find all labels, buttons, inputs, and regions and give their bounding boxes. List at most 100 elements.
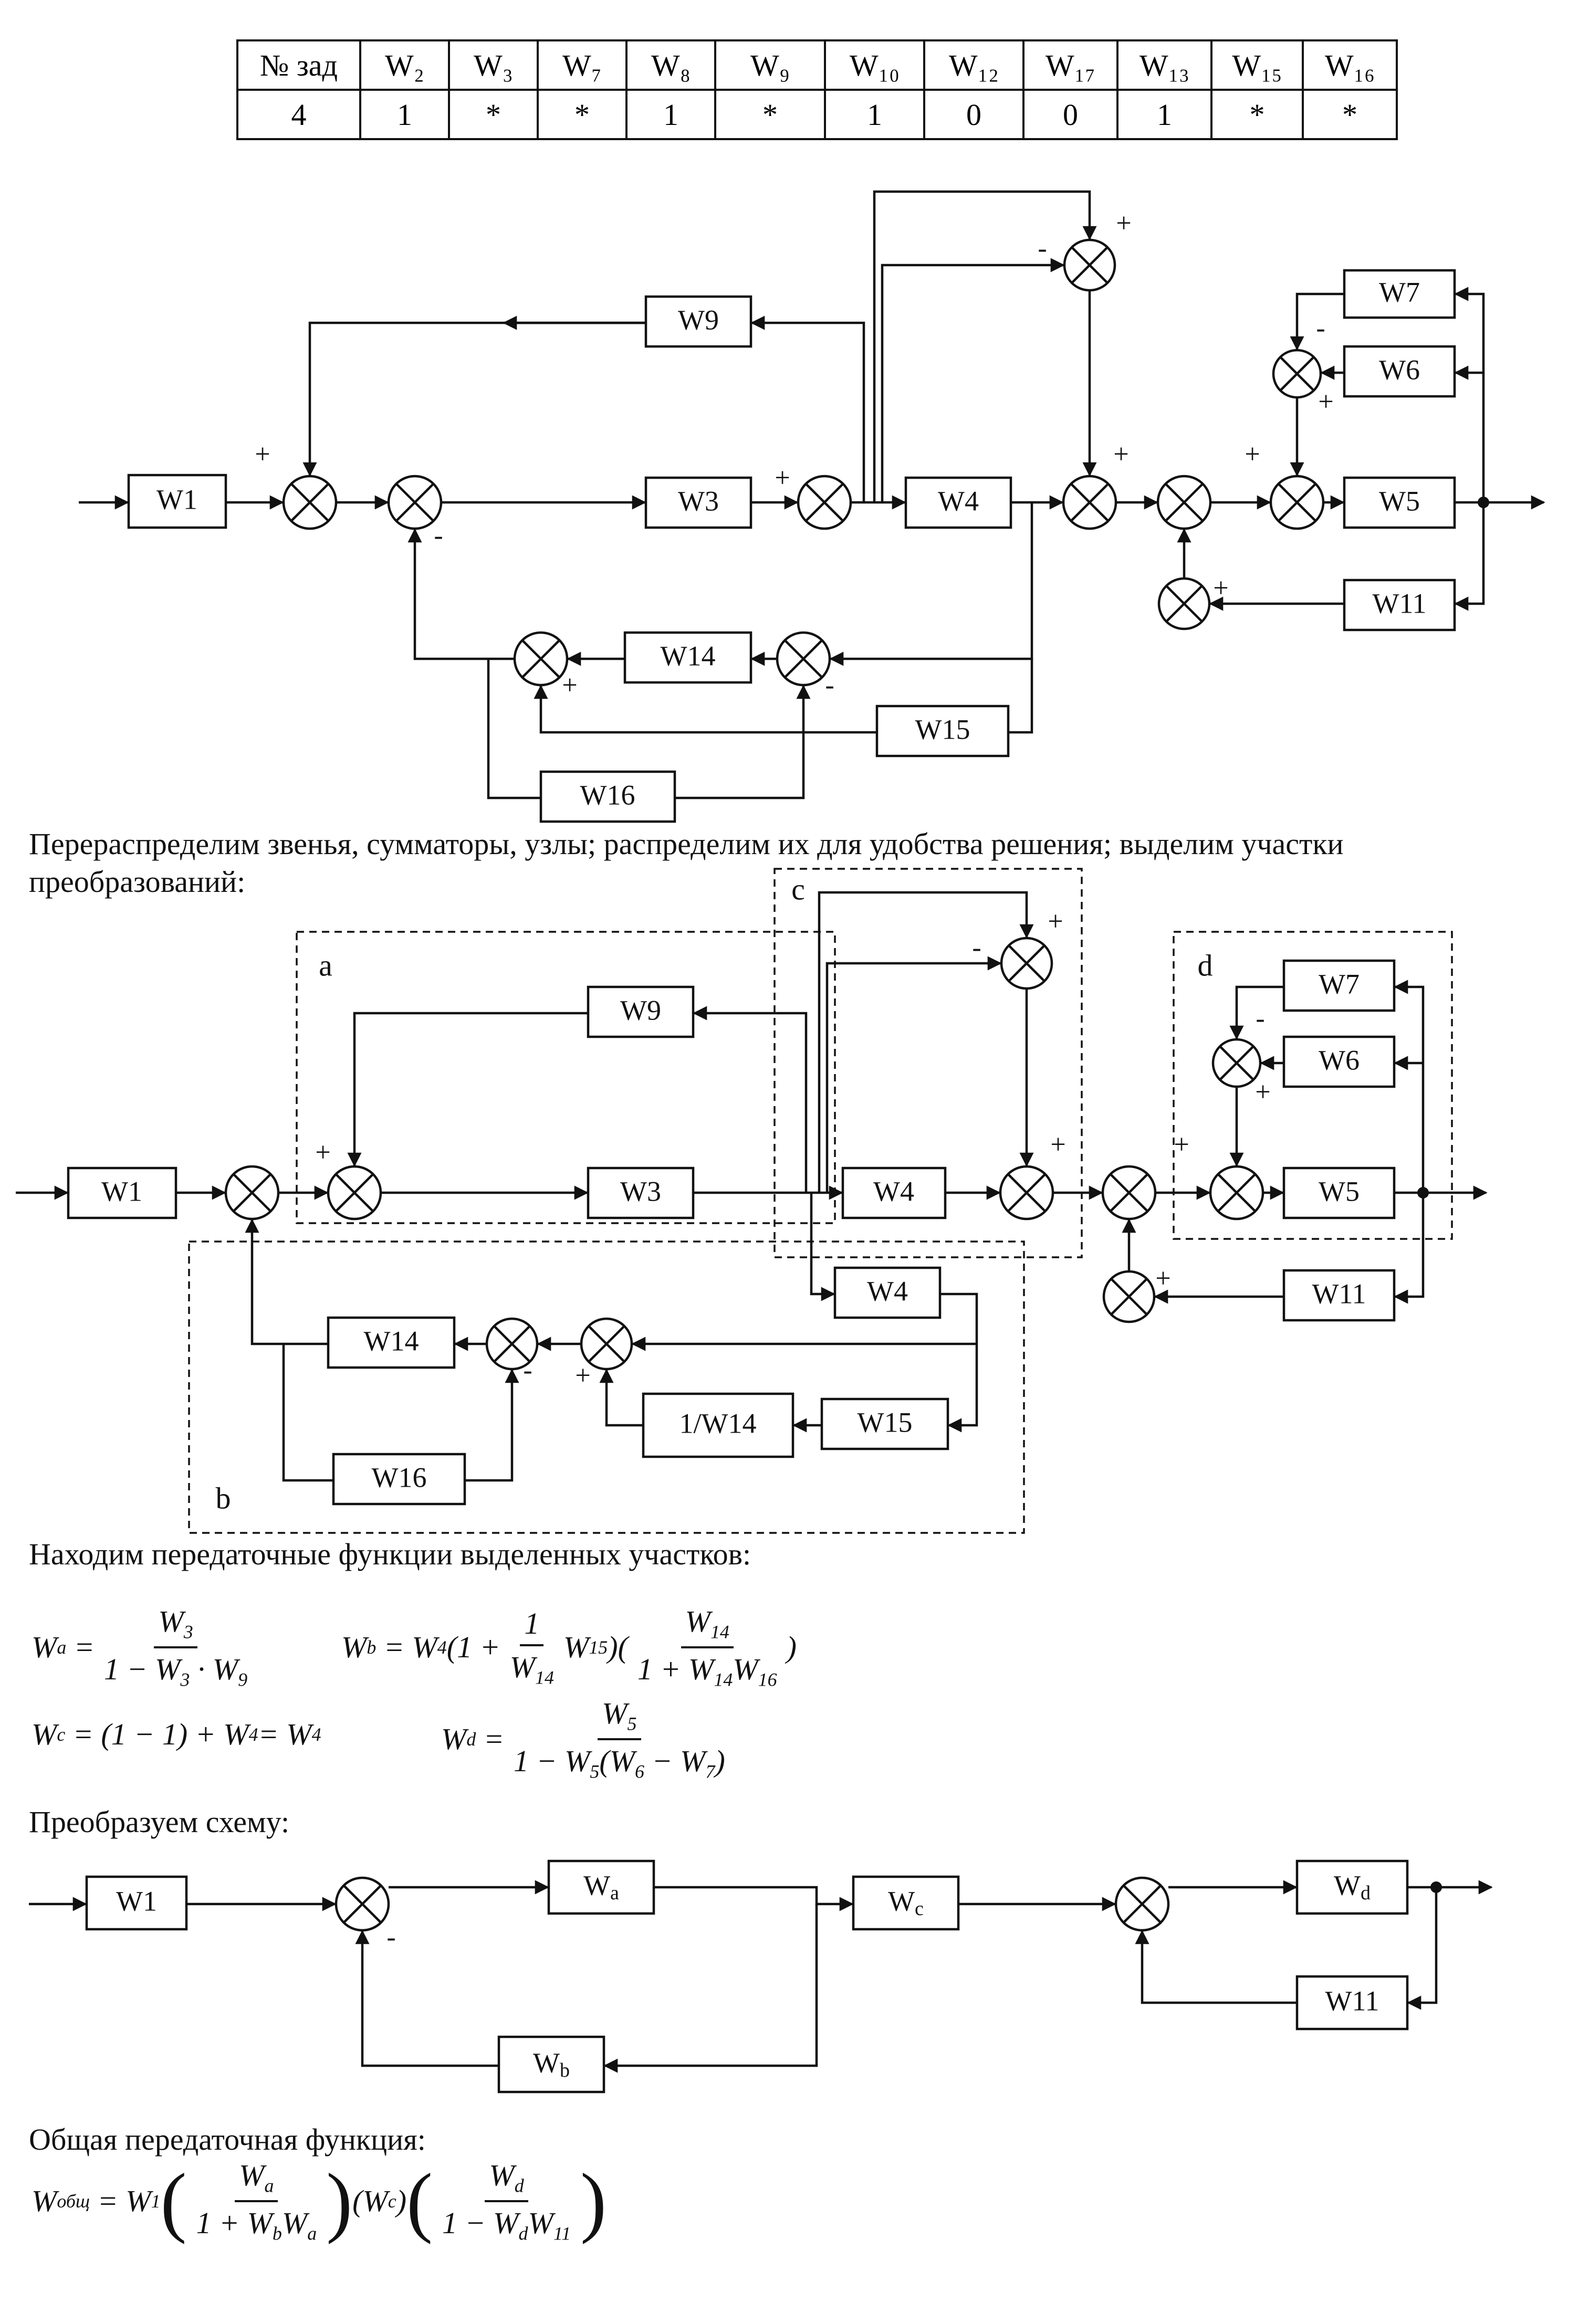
svg-text:W1: W1 <box>156 483 197 515</box>
table-cell: 1 <box>1116 89 1212 140</box>
svg-text:W11: W11 <box>1312 1278 1366 1309</box>
block-wa: Wa <box>547 1859 655 1915</box>
summing-junction <box>1063 238 1116 292</box>
svg-text:W1: W1 <box>101 1175 142 1207</box>
table-cell: * <box>448 89 539 140</box>
summing-junction <box>1272 349 1322 399</box>
svg-text:W11: W11 <box>1373 587 1427 619</box>
block-w1: W1 <box>127 474 227 529</box>
summing-junction <box>224 1165 280 1221</box>
svg-text:-: - <box>1316 313 1325 343</box>
summing-junction <box>1000 937 1053 990</box>
table-header-cell: W₉ <box>714 39 826 91</box>
svg-text:-: - <box>1038 234 1047 264</box>
block-w3: W3 <box>644 476 752 529</box>
svg-text:W1: W1 <box>116 1885 157 1917</box>
summing-junction <box>999 1165 1054 1221</box>
svg-text:W7: W7 <box>1379 276 1420 308</box>
svg-text:W6: W6 <box>1319 1044 1360 1076</box>
table-header-cell: W₁₀ <box>824 39 925 91</box>
svg-text:-: - <box>434 521 443 551</box>
table-header-cell: W₁₃ <box>1116 39 1212 91</box>
svg-text:+: + <box>575 1361 590 1391</box>
block-wd: Wd <box>1295 1859 1409 1915</box>
svg-text:+: + <box>255 439 270 469</box>
block-w14: W14 <box>623 631 752 684</box>
svg-text:W5: W5 <box>1319 1175 1360 1207</box>
region-d-label: d <box>1198 948 1213 982</box>
summing-junction <box>1209 1165 1264 1221</box>
svg-text:-: - <box>386 1922 395 1952</box>
table-header-cell: W₈ <box>625 39 716 91</box>
table-header-cell: W₁₆ <box>1302 39 1398 91</box>
block-w9: W9 <box>644 295 752 348</box>
svg-text:W4: W4 <box>938 485 979 517</box>
svg-text:+: + <box>1255 1077 1270 1107</box>
diagram-regrouped: a b c d W1 W9 W3 W4 W4 W14 1/W14 W15 W16… <box>16 868 1488 1534</box>
paragraph-find-functions: Находим передаточные функции выделенных … <box>29 1537 751 1571</box>
block-w6: W6 <box>1343 345 1456 398</box>
parameter-table: № зад W₂ W₃ W₇ W₈ W₉ W₁₀ W₁₂ W₁₇ W₁₃ W₁₅… <box>236 39 1398 140</box>
block-w4: W4 <box>904 476 1012 529</box>
table-cell: * <box>714 89 826 140</box>
table-cell: 0 <box>1022 89 1118 140</box>
svg-text:W3: W3 <box>678 485 719 517</box>
svg-text:W4: W4 <box>873 1175 914 1207</box>
diagram-simplified: W1 Wa Wc Wd Wb W11 - <box>29 1859 1493 2094</box>
region-b-label: b <box>216 1481 231 1515</box>
svg-text:W6: W6 <box>1379 354 1420 385</box>
table-cell: * <box>537 89 628 140</box>
svg-text:+: + <box>1050 1130 1065 1160</box>
svg-text:+: + <box>1213 573 1228 603</box>
table-header-row: № зад W₂ W₃ W₇ W₈ W₉ W₁₀ W₁₂ W₁₇ W₁₃ W₁₅… <box>236 39 1398 91</box>
table-value-row: 4 1 * * 1 * 1 0 0 1 * * <box>236 89 1398 140</box>
block-w15: W15 <box>820 1397 949 1450</box>
block-w5: W5 <box>1343 476 1456 529</box>
svg-text:+: + <box>1155 1264 1170 1294</box>
block-w3: W3 <box>587 1166 695 1219</box>
svg-text:W14: W14 <box>364 1325 419 1356</box>
block-w11: W11 <box>1295 1975 1409 2031</box>
svg-text:W3: W3 <box>620 1175 661 1207</box>
block-w7: W7 <box>1282 959 1396 1012</box>
block-w1: W1 <box>67 1166 177 1219</box>
summing-junction <box>513 631 569 687</box>
svg-text:+: + <box>1116 208 1131 238</box>
block-w16: W16 <box>332 1453 466 1506</box>
svg-text:+: + <box>562 670 577 700</box>
summing-junction <box>1156 475 1212 530</box>
table-cell: 1 <box>359 89 450 140</box>
svg-text:W16: W16 <box>372 1461 427 1493</box>
block-wc: Wc <box>852 1875 960 1931</box>
svg-text:W4: W4 <box>867 1275 908 1307</box>
svg-text:W15: W15 <box>915 713 970 745</box>
table-header-cell: W₁₇ <box>1022 39 1118 91</box>
svg-text:+: + <box>775 463 790 493</box>
table-header-cell: W₂ <box>359 39 450 91</box>
table-cell: 4 <box>236 89 361 140</box>
block-w4: W4 <box>841 1166 947 1219</box>
summing-junction <box>1157 577 1211 630</box>
svg-text:+: + <box>1048 907 1063 937</box>
svg-text:+: + <box>1113 439 1128 469</box>
svg-text:-: - <box>1256 1004 1264 1034</box>
table-header-cell: W₃ <box>448 39 539 91</box>
svg-text:-: - <box>825 670 834 700</box>
block-w5: W5 <box>1282 1166 1396 1219</box>
svg-text:+: + <box>1174 1130 1189 1160</box>
block-w9: W9 <box>587 985 695 1038</box>
block-w16: W16 <box>539 770 676 823</box>
paragraph-regroup: Перераспределим звенья, сумматоры, узлы;… <box>29 827 1344 899</box>
block-1-over-w14: 1/W14 <box>642 1392 795 1458</box>
table-cell: 1 <box>625 89 716 140</box>
summing-junction <box>1102 1270 1156 1323</box>
svg-text:W9: W9 <box>620 994 661 1026</box>
block-w6: W6 <box>1282 1035 1396 1088</box>
block-w11: W11 <box>1343 579 1456 632</box>
block-wb: Wb <box>497 2035 605 2094</box>
diagram-original: W1 W9 W3 W4 W7 W6 W5 W11 W14 W15 W16 <box>79 190 1545 823</box>
